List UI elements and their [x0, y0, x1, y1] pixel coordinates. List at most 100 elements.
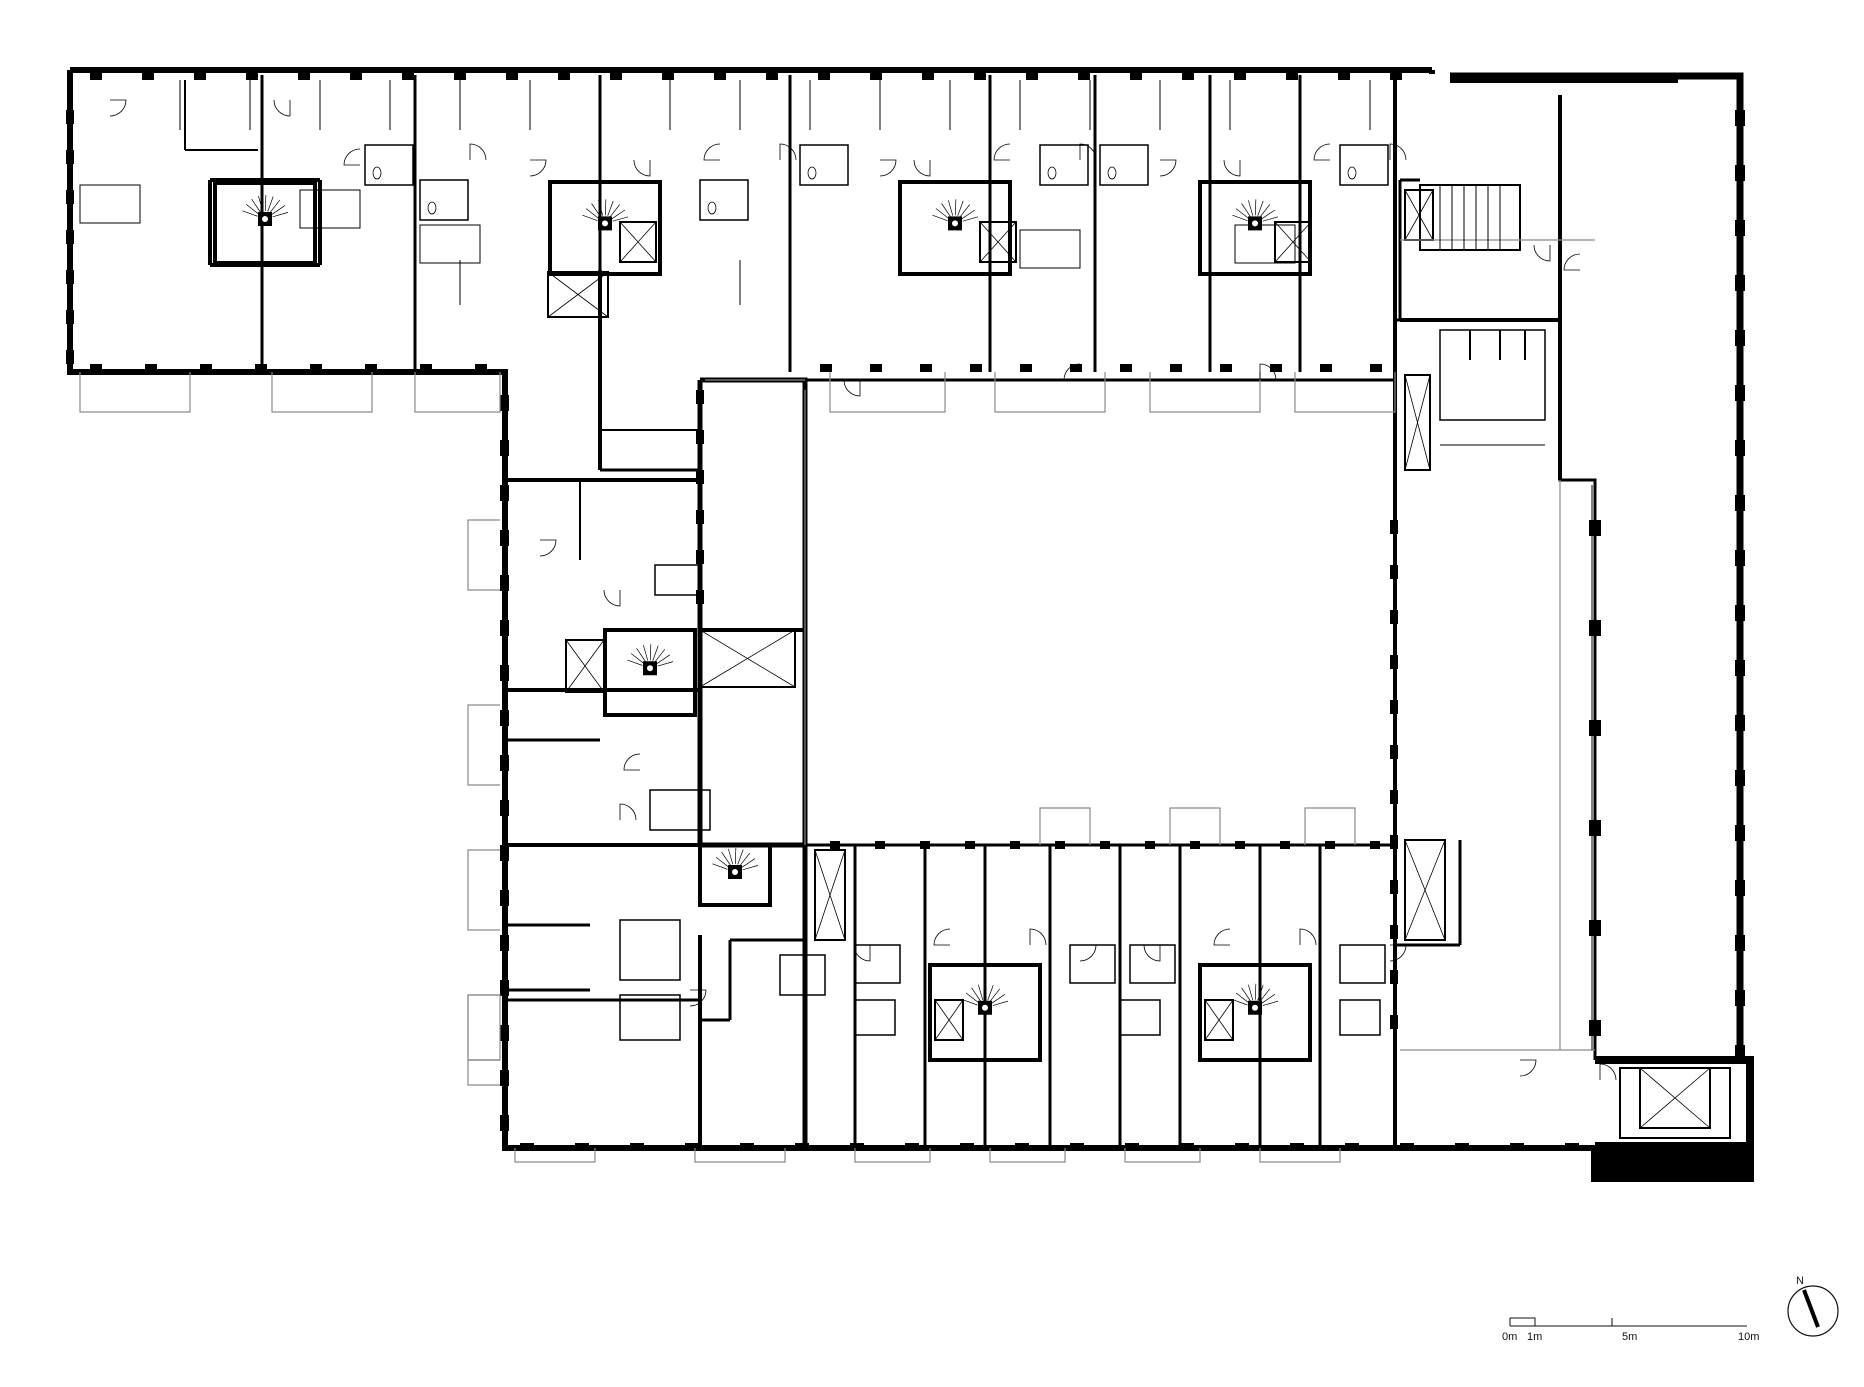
- wall-pier: [575, 1143, 589, 1151]
- stair-core: [1198, 180, 1312, 276]
- wall-pier: [90, 364, 102, 372]
- stair-tread: [978, 984, 984, 1001]
- balcony: [854, 1148, 931, 1163]
- stair-tread: [1262, 1000, 1279, 1006]
- toilet: [1107, 166, 1117, 180]
- scale-label-5m: 5m: [1622, 1331, 1637, 1343]
- wall-pier: [875, 841, 885, 849]
- door-swing: [933, 928, 951, 946]
- wall-pier: [1390, 655, 1398, 669]
- kitchen-counter: [1234, 224, 1296, 264]
- wall-pier: [500, 1115, 509, 1131]
- wall-pier: [830, 841, 840, 849]
- wall-pier: [350, 72, 362, 80]
- stair-tread: [954, 199, 957, 216]
- stair-tread: [611, 209, 626, 220]
- balcony: [414, 372, 501, 413]
- stair-tread: [959, 204, 971, 218]
- wall-pier: [696, 550, 704, 564]
- door-swing: [1143, 944, 1161, 962]
- bathroom: [1119, 999, 1161, 1036]
- wall-pier: [1286, 72, 1298, 80]
- wall-pier: [1020, 364, 1032, 372]
- wall-pier: [475, 364, 487, 372]
- stair-tread: [989, 988, 1001, 1002]
- stair-core-wall: [1198, 180, 1312, 276]
- restroom: [1439, 329, 1546, 421]
- stair-tread: [741, 858, 756, 868]
- bathroom: [654, 564, 701, 596]
- stair-tread: [987, 985, 994, 1001]
- door-swing: [853, 944, 871, 962]
- stair-tread: [992, 1000, 1009, 1006]
- balcony: [989, 1148, 1066, 1163]
- wall-pier: [500, 440, 509, 456]
- balcony: [467, 519, 500, 591]
- stair-newel-hole: [982, 1004, 988, 1011]
- shaft-cross: [565, 639, 605, 693]
- bathroom: [619, 919, 681, 981]
- wall-pier: [194, 72, 206, 80]
- stair-core: [548, 180, 662, 276]
- wall-pier: [500, 890, 509, 906]
- door-swing: [1313, 143, 1331, 161]
- wall-pier: [696, 470, 704, 484]
- wall-pier: [965, 841, 975, 849]
- wall-pier: [1735, 385, 1745, 401]
- stair-tread: [604, 199, 607, 216]
- stair-tread: [1232, 214, 1248, 221]
- stair-tread: [1257, 200, 1264, 217]
- door-swing: [619, 803, 637, 821]
- wall-pier: [820, 364, 832, 372]
- stair-tread: [609, 204, 621, 218]
- door-swing: [913, 159, 931, 177]
- balcony: [271, 372, 373, 413]
- wall-pier: [920, 364, 932, 372]
- wall-pier: [1565, 1143, 1579, 1151]
- stair-tread: [607, 200, 614, 217]
- hall-wall: [1395, 318, 1597, 1060]
- stair-tread: [941, 203, 951, 217]
- door-swing: [1563, 253, 1581, 271]
- stair-tread: [242, 210, 258, 217]
- balcony: [694, 1148, 786, 1163]
- stair-tread: [991, 994, 1006, 1004]
- interior-partitions: [79, 75, 1731, 1148]
- wall-pier: [1070, 1143, 1084, 1151]
- stair-tread: [636, 648, 646, 662]
- balconies: [79, 372, 1396, 1163]
- stair-tread: [1254, 983, 1257, 1000]
- balcony: [467, 994, 500, 1061]
- stair-tread: [971, 987, 981, 1002]
- wall-pier: [66, 230, 74, 244]
- elevator-shaft: [1404, 839, 1446, 941]
- wall-pier: [1390, 700, 1398, 714]
- door-swing: [1029, 928, 1047, 946]
- wall-pier: [66, 310, 74, 324]
- wall-pier: [1078, 72, 1090, 80]
- wall-pier: [1390, 970, 1398, 984]
- balcony: [1039, 807, 1091, 845]
- stair-tread: [652, 645, 659, 661]
- stair-tread: [264, 195, 267, 212]
- stair-tread: [728, 848, 734, 865]
- stair-tread: [258, 195, 264, 212]
- wall-pier: [500, 800, 509, 816]
- wall-pier: [1735, 165, 1745, 181]
- door-swing: [1063, 363, 1081, 381]
- wall-pier: [1400, 1143, 1414, 1151]
- elevator-shaft: [814, 849, 846, 941]
- door-swing: [1519, 1059, 1537, 1077]
- balcony: [467, 1059, 500, 1086]
- stair-tread: [721, 851, 731, 866]
- stair-tread: [272, 212, 289, 218]
- wall-pier: [1290, 1143, 1304, 1151]
- stair-tread: [627, 659, 643, 666]
- bathroom: [1039, 144, 1089, 186]
- balcony: [1304, 807, 1356, 845]
- stair-tread: [657, 661, 674, 667]
- stair-tread: [1259, 204, 1271, 218]
- stair-tread: [1232, 999, 1248, 1006]
- bathroom: [649, 789, 711, 831]
- wall-pier: [1735, 330, 1745, 346]
